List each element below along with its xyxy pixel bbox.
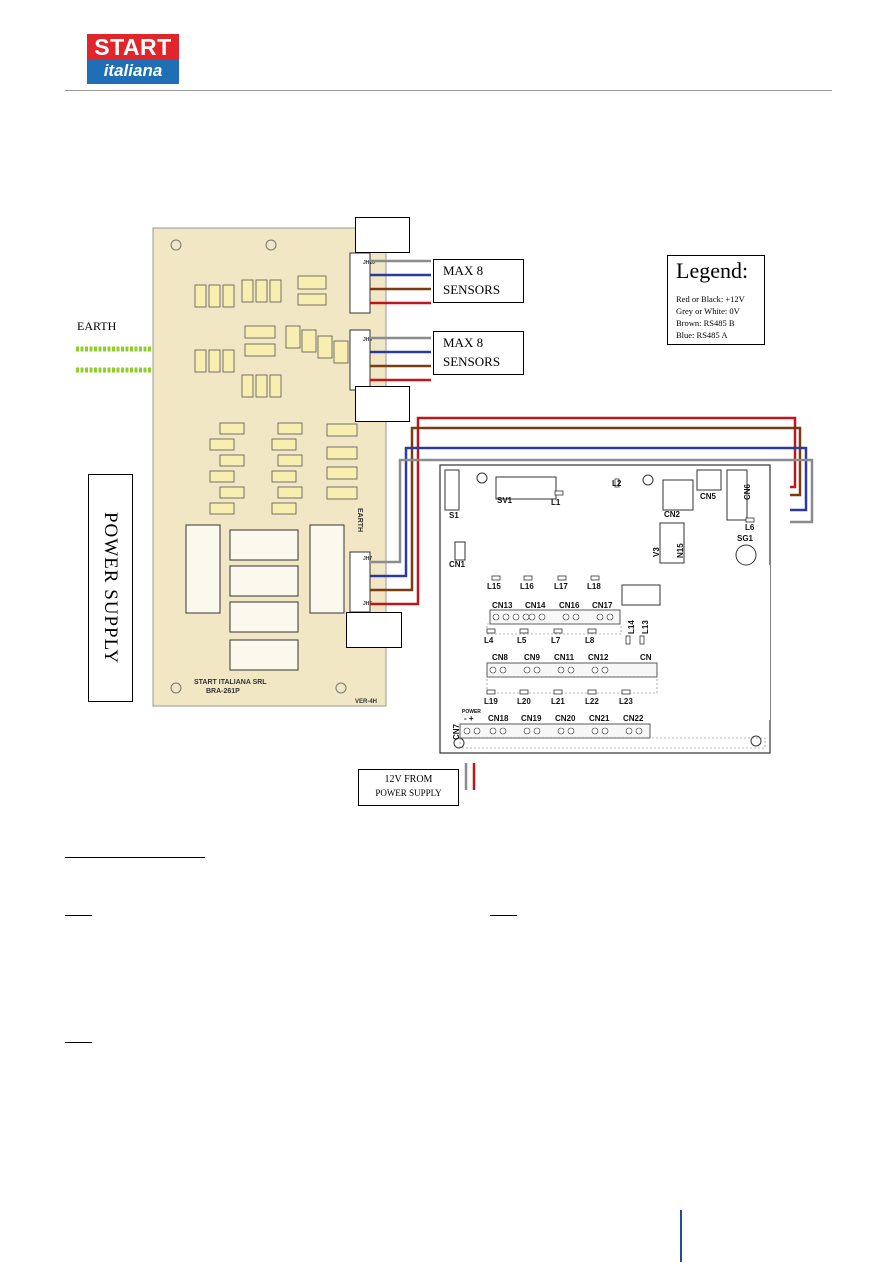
note-underline-right [490,915,517,916]
sensor-bottom-line1: MAX 8 [443,335,484,350]
legend-item: Red or Black: +12V [676,294,745,304]
led-label: L8 [585,636,595,645]
sensor-group-top-label: MAX 8 SENSORS [433,259,524,303]
led-label: L19 [484,697,498,706]
earth-wires [76,346,173,373]
board-label: V3 [652,547,661,557]
connector-callout-jh9 [355,386,410,422]
power-supply-label: POWER SUPPLY [100,511,121,665]
legend-item: Brown: RS485 B [676,318,735,328]
board-label: L1 [551,498,561,507]
earth-label: EARTH [77,319,117,333]
logo-line2: italiana [87,60,179,84]
sensor-bottom-line2: SENSORS [443,354,501,369]
connector-label: CN22 [623,714,644,723]
sensor-top-line2: SENSORS [443,282,501,297]
psu-connector-label: JH7 [363,556,372,562]
sensor-group-bottom-label: MAX 8 SENSORS [433,331,524,375]
heading-underline [65,857,205,858]
footer-divider [680,1210,682,1262]
psu-earth-text: EARTH [356,508,363,532]
power-supply-board: START ITALIANA SRL BRA-261P VER-4H EARTH… [152,227,387,707]
board-label: L2 [612,479,622,488]
board-label: SG1 [737,534,754,543]
board-label: N15 [676,543,685,558]
psu-connector-label: JH9 [363,337,372,343]
connector-label: CN7 [452,723,461,740]
legend-title: Legend: [676,258,749,283]
connector-label: CN18 [488,714,509,723]
led-label: L17 [554,582,568,591]
legend-item: Grey or White: 0V [676,306,740,316]
psu-board-name: START ITALIANA SRL [194,679,267,686]
board-label: CN1 [449,560,466,569]
note-underline-bottom [65,1042,92,1043]
power-text: POWER [462,709,481,715]
power-source-label: 12V FROM POWER SUPPLY [358,769,459,806]
connector-callout-jh [346,612,402,648]
led-label: L7 [551,636,561,645]
note-underline-left [65,915,92,916]
board-label: SV1 [497,496,513,505]
board-label: L6 [745,523,755,532]
power-feed-wires [464,763,476,790]
led-label: L4 [484,636,494,645]
sensor-wires [370,259,431,382]
led-label: L21 [551,697,565,706]
psu-connector-label: JH6 [363,601,372,607]
connector-label: CN14 [525,601,546,610]
start-italiana-logo: START italiana [87,34,179,86]
psu-connector-label: JH10 [363,260,375,266]
connector-label: CN16 [559,601,580,610]
controller-board: S1 SV1 L1 L2 CN2 CN5 CN6 L6 SG1 V3 N15 C… [439,464,771,754]
connector-callout-jh10 [355,217,410,253]
wire-legend: Legend: Red or Black: +12V Grey or White… [667,255,765,345]
connector-label: CN [640,653,652,662]
power-source-line2: POWER SUPPLY [375,788,442,798]
led-label: L22 [585,697,599,706]
board-label: CN2 [664,510,681,519]
led-label: L16 [520,582,534,591]
connector-label: CN19 [521,714,542,723]
connector-label: CN13 [492,601,513,610]
connector-label: CN9 [524,653,541,662]
power-polarity: - + [464,714,474,723]
legend-item: Blue: RS485 A [676,330,728,340]
led-label: L14 [627,620,636,634]
connector-label: CN12 [588,653,609,662]
led-label: L15 [487,582,501,591]
wiring-diagram: START ITALIANA SRL BRA-261P VER-4H EARTH… [76,227,814,790]
connector-label: CN21 [589,714,610,723]
power-supply-box: POWER SUPPLY [88,474,133,702]
bus-wires [370,416,814,606]
led-label: L13 [641,620,650,634]
board-label: S1 [449,511,459,520]
power-source-line1: 12V FROM [384,774,433,785]
led-label: L18 [587,582,601,591]
psu-board-version: VER-4H [355,699,377,705]
psu-board-model: BRA-261P [206,688,240,695]
board-label: CN6 [743,483,752,500]
board-label: CN5 [700,492,717,501]
led-label: L23 [619,697,633,706]
logo-line1: START [87,34,179,60]
led-label: L20 [517,697,531,706]
connector-label: CN20 [555,714,576,723]
led-label: L5 [517,636,527,645]
connector-label: CN17 [592,601,613,610]
connector-label: CN11 [554,653,575,662]
sensor-top-line1: MAX 8 [443,263,484,278]
connector-label: CN8 [492,653,509,662]
header-divider [65,90,832,91]
